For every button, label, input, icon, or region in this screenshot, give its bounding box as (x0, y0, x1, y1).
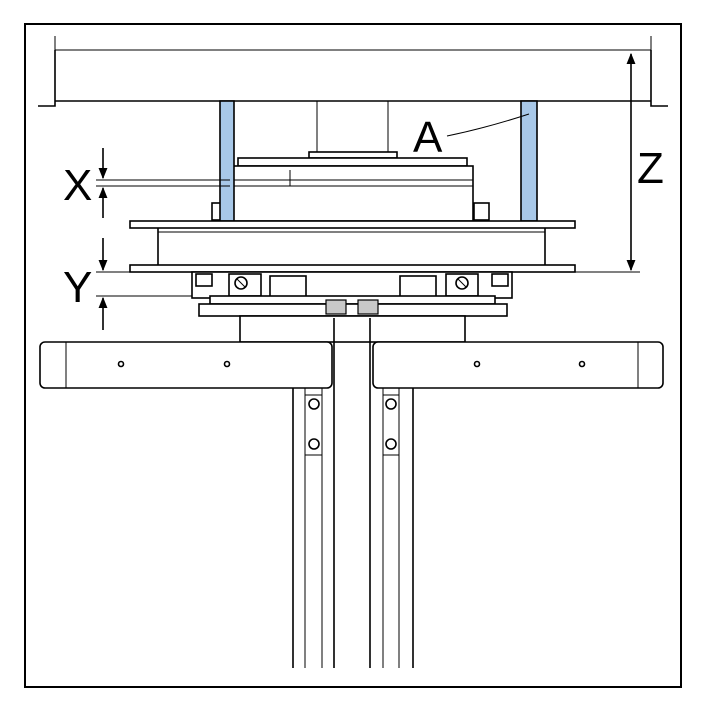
upper-housing (211, 157, 490, 222)
label-y: Y (63, 263, 92, 312)
spacer-left (219, 100, 235, 222)
outer-frame (24, 23, 682, 688)
leader-a (446, 113, 530, 137)
top-plate (38, 36, 668, 107)
label-x: X (63, 161, 92, 210)
label-a: A (413, 113, 443, 162)
label-z: Z (637, 144, 664, 193)
dimension-x (96, 148, 230, 218)
dimension-y (96, 238, 192, 330)
dimension-z (575, 52, 640, 273)
top-column (308, 101, 398, 159)
flange-plate (129, 220, 576, 273)
spacer-right (520, 100, 538, 222)
mounting-arms (39, 315, 664, 389)
lower-mechanism (191, 271, 513, 317)
support-pole (292, 318, 414, 668)
